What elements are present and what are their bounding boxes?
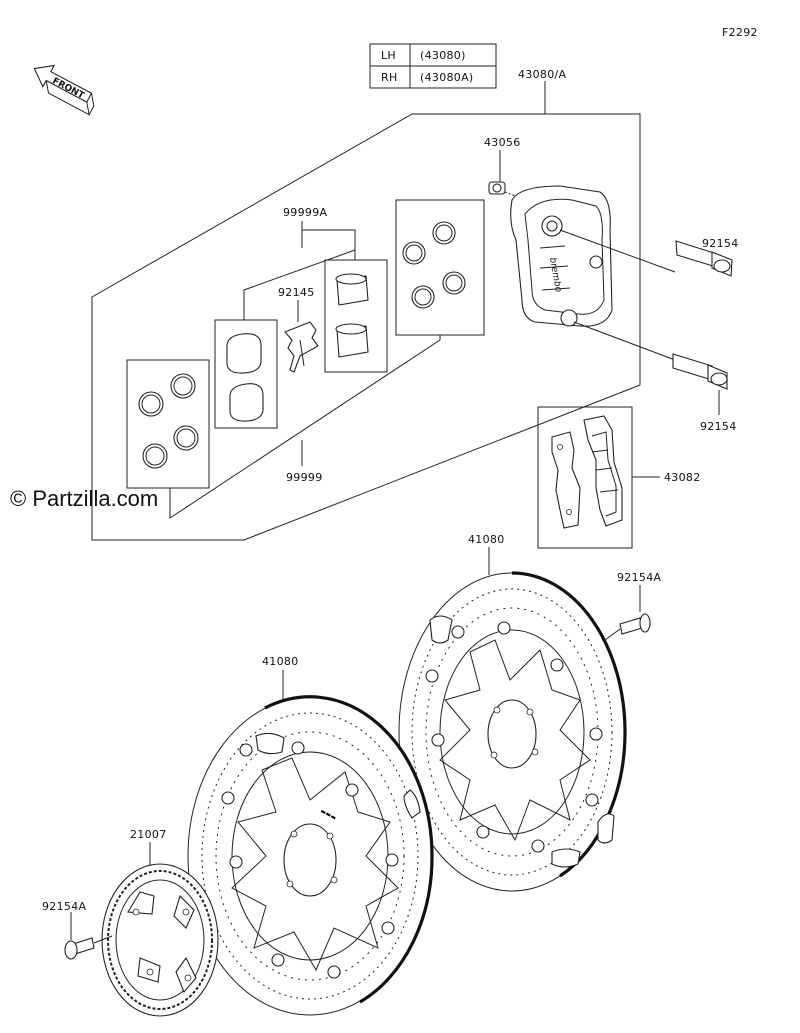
seal-kit-box-right (395, 199, 485, 336)
disc-bolt-left (64, 937, 95, 960)
callout-bolt-lower: 92154 (700, 420, 737, 433)
callout-disc-left: 41080 (262, 655, 299, 668)
table-row-lh-side: LH (381, 49, 396, 62)
seal-kit-box-left (126, 359, 210, 489)
caliper-bolt-upper (675, 240, 733, 277)
callout-abs-rotor: 21007 (130, 828, 167, 841)
brake-disc-right (398, 571, 627, 892)
callout-bolt-upper: 92154 (702, 237, 739, 250)
disc-button-set-right (425, 621, 603, 853)
table-row-rh-part: (43080A) (420, 71, 474, 84)
callout-caliper-assy: 43080/A (518, 68, 566, 81)
disc-bolt-right (619, 613, 651, 635)
pad-spring (284, 321, 319, 373)
partzilla-watermark: © Partzilla.com (10, 486, 158, 511)
callout-disc-bolt-right: 92154A (617, 571, 661, 584)
callout-disc-bolt-left: 92154A (42, 900, 86, 913)
brake-disc-left: ▬▬▬ (187, 695, 434, 1016)
brake-caliper: brembo (510, 185, 613, 327)
disc-button-set-left (221, 741, 399, 979)
brake-pads-box (537, 406, 633, 549)
table-row-rh-side: RH (381, 71, 398, 84)
caliper-bolt-lower (672, 353, 728, 390)
figure-code: F2292 (722, 26, 758, 39)
piston-box-lower (214, 319, 278, 429)
table-row-lh-part: (43080) (420, 49, 466, 62)
callout-seal-kit: 99999 (286, 471, 323, 484)
callout-seal-kit-a: 99999A (283, 206, 327, 219)
front-arrow-icon: FRONT (33, 64, 95, 116)
callout-pads: 43082 (664, 471, 701, 484)
callout-bleeder: 43056 (484, 136, 521, 149)
bleeder-valve (488, 181, 519, 198)
front-label: FRONT (51, 76, 87, 101)
callout-spring: 92145 (278, 286, 315, 299)
caliper-assy-frame: 43080/A (91, 68, 641, 541)
abs-sensor-rotor (101, 863, 219, 1017)
callout-disc-right: 41080 (468, 533, 505, 546)
caliper-side-table: LH (43080) RH (43080A) (369, 43, 497, 89)
piston-box-upper (324, 259, 388, 373)
